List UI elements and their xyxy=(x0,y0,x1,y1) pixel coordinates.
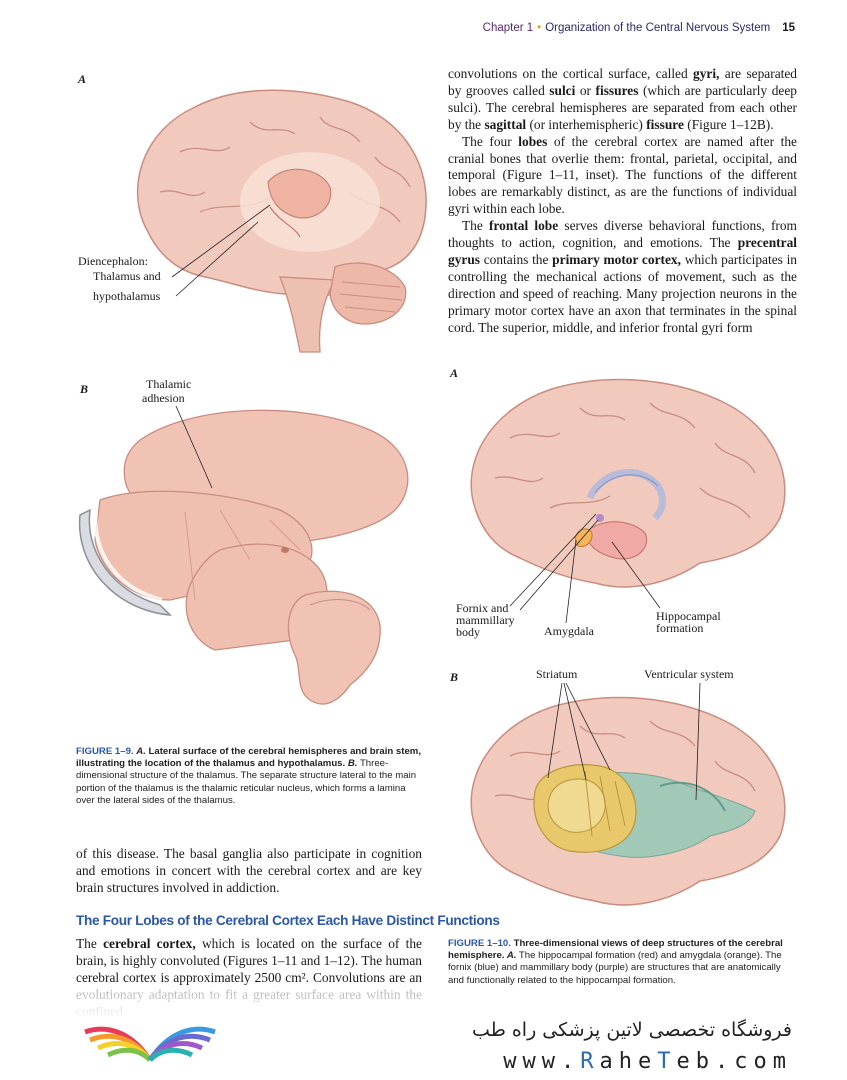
figure-1-10-caption: FIGURE 1–10. Three-dimensional views of … xyxy=(448,938,798,987)
text-span: or xyxy=(575,82,596,98)
term-sulci: sulci xyxy=(549,82,576,98)
caption-panel-b: B. xyxy=(347,758,358,770)
text-span: The xyxy=(462,218,490,234)
term-lobes: lobes xyxy=(518,133,548,149)
url-part: www. xyxy=(503,1049,581,1074)
caption-panel-a: A. xyxy=(136,746,146,757)
text-span: of the cerebral cortex are named after t… xyxy=(448,133,797,217)
store-name-persian: فروشگاه تخصصی لاتین پزشکی راه طب xyxy=(472,1019,792,1041)
bottom-fade-overlay xyxy=(0,986,847,1080)
label-fornix-and: Fornix and xyxy=(456,601,509,615)
header-separator: • xyxy=(537,22,542,34)
label-striatum: Striatum xyxy=(536,667,578,681)
text-span: (which are particularly deep sulci). The… xyxy=(448,82,798,132)
term-fissures: fissures xyxy=(595,82,639,98)
label-hypothalamus: hypothalamus xyxy=(93,289,161,303)
fig19a-brain-illustration xyxy=(136,89,427,353)
url-part: T xyxy=(657,1049,677,1074)
caption-figure-label: FIGURE 1–9. xyxy=(76,746,134,757)
text-span: convolutions on the cortical surface, ca… xyxy=(448,66,694,81)
fig19-panel-a-letter: A xyxy=(78,72,87,86)
paragraph-basal-ganglia: of this disease. The basal ganglia also … xyxy=(76,846,422,895)
url-part: ahe xyxy=(599,1049,658,1074)
label-amygdala: Amygdala xyxy=(544,624,594,638)
label-body: body xyxy=(456,625,480,639)
fig110-panel-a-letter: A xyxy=(450,366,459,380)
text-span: serves diverse behavioral functions, fro… xyxy=(448,218,797,251)
chapter-title: Organization of the Central Nervous Syst… xyxy=(545,22,771,34)
term-cerebral-cortex: cerebral cortex, xyxy=(103,936,196,951)
text-span: (Figure 1–12B). xyxy=(683,116,774,132)
fig19b-thalamus-illustration xyxy=(78,409,409,705)
caption-figure-label: FIGURE 1–10. xyxy=(448,938,511,949)
text-span: The four xyxy=(462,133,519,149)
fig19-panel-b-letter: B xyxy=(80,382,89,396)
body-text-left-bottom: of this disease. The basal ganglia also … xyxy=(76,846,422,897)
chapter-label: Chapter 1 xyxy=(482,22,534,34)
term-gyri: gyri, xyxy=(693,66,720,81)
label-formation: formation xyxy=(656,621,704,635)
caption-panel-a: A. xyxy=(504,950,517,962)
label-adhesion: adhesion xyxy=(142,391,185,405)
text-span: The xyxy=(76,936,104,951)
fig110a-brain-illustration xyxy=(470,378,786,588)
caption-title: Three-dimensional views of deep structur… xyxy=(448,938,783,962)
label-diencephalon: Diencephalon: xyxy=(78,254,148,268)
label-ventricular-system: Ventricular system xyxy=(644,667,734,681)
url-part: .com xyxy=(715,1049,792,1074)
text-span: are separated by grooves called xyxy=(448,66,797,98)
fig110b-brain-illustration xyxy=(470,696,786,906)
section-heading: The Four Lobes of the Cerebral Cortex Ea… xyxy=(76,913,500,928)
term-primary-motor-cortex: primary motor cortex, xyxy=(552,251,681,267)
text-span: contains the xyxy=(480,251,553,267)
term-sagittal: sagittal xyxy=(484,116,527,132)
term-frontal-lobe: frontal lobe xyxy=(489,218,559,234)
caption-text-a: Lateral surface of the cerebral hemisphe… xyxy=(76,746,421,770)
label-thalamus-and: Thalamus and xyxy=(93,269,161,283)
url-part: R xyxy=(580,1049,600,1074)
body-text-right-top: convolutions on the cortical surface, ca… xyxy=(448,66,797,337)
running-header: Chapter 1•Organization of the Central Ne… xyxy=(483,22,795,34)
label-mammillary: mammillary xyxy=(456,613,515,627)
store-url: www.RaheTeb.com xyxy=(503,1049,792,1074)
label-thalamic: Thalamic xyxy=(146,377,192,391)
text-span: (or interhemispheric) xyxy=(526,116,647,132)
book-logo-icon xyxy=(84,1026,216,1062)
label-hippocampal: Hippocampal xyxy=(656,609,721,623)
figure-1-9-caption: FIGURE 1–9. A. Lateral surface of the ce… xyxy=(76,746,421,807)
text-span: which participates in controlling the me… xyxy=(448,251,798,335)
term-fissure: fissure xyxy=(646,116,684,132)
caption-text: The hippocampal formation (red) and amyg… xyxy=(448,950,782,986)
term-precentral-gyrus: precentral gyrus xyxy=(448,235,797,267)
page-number: 15 xyxy=(782,22,795,34)
fig110-panel-b-letter: B xyxy=(450,670,459,684)
url-part: eb xyxy=(676,1049,716,1074)
caption-text-b: Three-dimensional structure of the thala… xyxy=(76,758,417,806)
